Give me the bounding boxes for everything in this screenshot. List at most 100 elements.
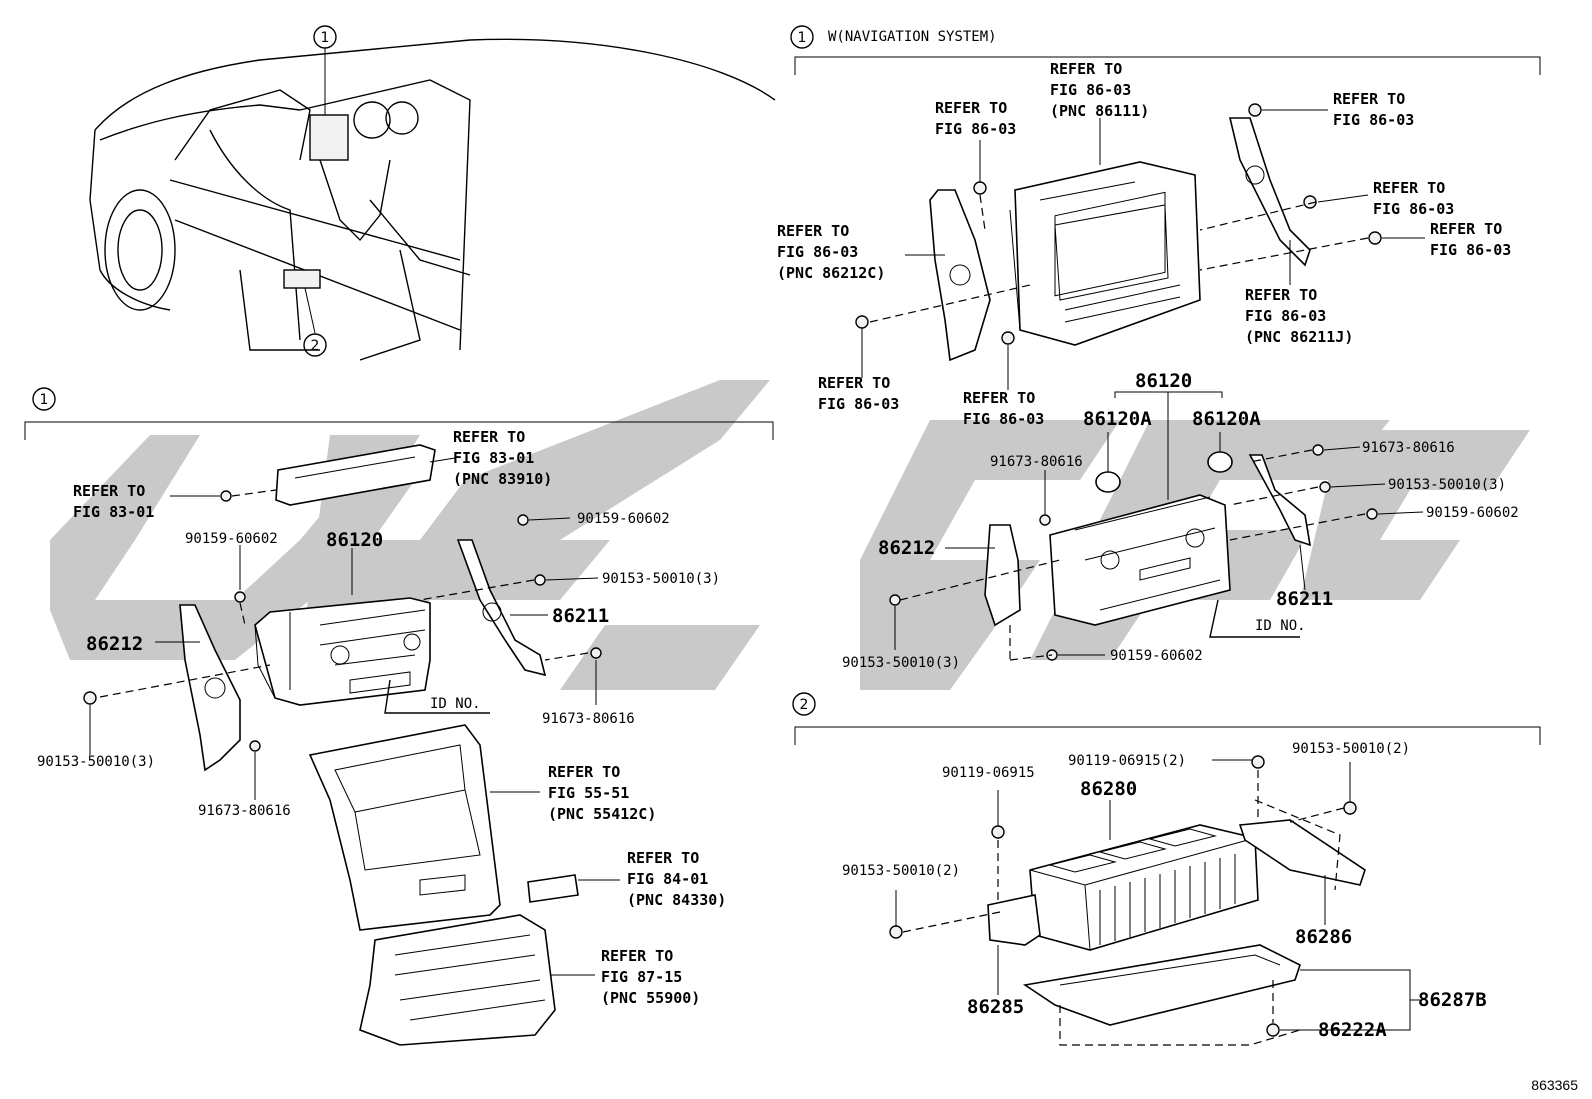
id-no-std: ID NO. <box>430 696 481 712</box>
bolt-90159-right: 90159-60602 <box>577 511 670 527</box>
refer-r4: REFER TO FIG 86-03 <box>1373 179 1454 218</box>
diagram-code: 863365 <box>1531 1077 1578 1093</box>
part-86211: 86211 <box>552 605 609 627</box>
callout-1-nav: 1 <box>798 30 807 46</box>
nav-section-title: W(NAVIGATION SYSTEM) <box>828 29 997 45</box>
bracket-86285 <box>987 894 1041 946</box>
part-86280: 86280 <box>1080 778 1137 800</box>
svg-text:FIG 86-03: FIG 86-03 <box>1373 200 1454 218</box>
callout-1-top-text: 1 <box>321 30 330 46</box>
nav-head-unit <box>1009 161 1201 346</box>
screw-icon <box>889 925 903 939</box>
svg-text:REFER TO: REFER TO <box>1245 286 1317 304</box>
refer-r1: REFER TO FIG 86-03 <box>935 99 1016 138</box>
refer-r2: REFER TO FIG 86-03 (PNC 86111) <box>1050 60 1149 120</box>
screw-icon <box>889 594 901 606</box>
screw-icon <box>991 825 1005 839</box>
refer-r9: REFER TO FIG 86-03 <box>963 389 1044 428</box>
svg-text:REFER TO: REFER TO <box>777 222 849 240</box>
part-86212: 86212 <box>86 633 143 655</box>
refer-r5: REFER TO FIG 86-03 <box>1430 220 1511 259</box>
screw-icon <box>517 514 529 526</box>
bolt-90119-single: 90119-06915 <box>942 765 1035 781</box>
svg-text:REFER TO: REFER TO <box>73 482 145 500</box>
screw-icon <box>1368 231 1382 245</box>
screw-icon <box>1319 481 1331 493</box>
screw-icon <box>1366 508 1378 520</box>
id-no-nav: ID NO. <box>1255 618 1306 634</box>
screw-icon <box>249 740 261 752</box>
svg-text:REFER TO: REFER TO <box>548 763 620 781</box>
svg-text:REFER TO: REFER TO <box>1050 60 1122 78</box>
svg-text:FIG 55-51: FIG 55-51 <box>548 784 629 802</box>
climate-control-panel <box>359 914 556 1046</box>
amp-section: 2 <box>792 692 1541 1046</box>
bracket-86286 <box>1238 819 1366 886</box>
svg-text:REFER TO: REFER TO <box>1333 90 1405 108</box>
svg-text:FIG 86-03: FIG 86-03 <box>1333 111 1414 129</box>
screw-icon <box>855 315 869 329</box>
svg-text:REFER TO: REFER TO <box>627 849 699 867</box>
audio-right-bracket <box>456 539 547 677</box>
part-86287B: 86287B <box>1418 989 1487 1011</box>
audio-section: 1 <box>24 387 774 1046</box>
bolt-91673-nav-left: 91673-80616 <box>990 454 1083 470</box>
screw-icon <box>1251 755 1265 769</box>
screw-icon <box>1312 444 1324 456</box>
svg-text:(PNC 86111): (PNC 86111) <box>1050 102 1149 120</box>
refer-r3: REFER TO FIG 86-03 <box>1333 90 1414 129</box>
refer-r11: REFER TO FIG 83-01 <box>73 482 154 521</box>
svg-text:REFER TO: REFER TO <box>935 99 1007 117</box>
svg-text:(PNC 83910): (PNC 83910) <box>453 470 552 488</box>
callout-1-top <box>313 25 337 49</box>
screw-icon <box>973 181 987 195</box>
audio-head-unit <box>254 597 431 706</box>
bolt-90159-nav-right: 90159-60602 <box>1426 505 1519 521</box>
bolt-90159-left: 90159-60602 <box>185 531 278 547</box>
bolt-90153-amp-right: 90153-50010(2) <box>1292 741 1410 757</box>
bolt-90153-nav-left: 90153-50010(3) <box>842 655 960 671</box>
bolt-91673-left: 91673-80616 <box>198 803 291 819</box>
svg-text:(PNC 55412C): (PNC 55412C) <box>548 805 656 823</box>
svg-text:FIG 83-01: FIG 83-01 <box>453 449 534 467</box>
bolt-90159-nav-bottom: 90159-60602 <box>1110 648 1203 664</box>
part-86120-nav: 86120 <box>1135 370 1192 392</box>
amplifier-unit <box>1029 824 1259 951</box>
screw-icon <box>590 647 602 659</box>
part-86120A-left: 86120A <box>1083 408 1152 430</box>
part-86286: 86286 <box>1295 926 1352 948</box>
screw-icon <box>1343 801 1357 815</box>
svg-text:FIG 87-15: FIG 87-15 <box>601 968 682 986</box>
part-86285: 86285 <box>967 996 1024 1018</box>
bolt-91673-nav-right: 91673-80616 <box>1362 440 1455 456</box>
screw-icon <box>1248 103 1262 117</box>
svg-text:REFER TO: REFER TO <box>1430 220 1502 238</box>
svg-text:(PNC 84330): (PNC 84330) <box>627 891 726 909</box>
svg-text:REFER TO: REFER TO <box>601 947 673 965</box>
bolt-91673-right: 91673-80616 <box>542 711 635 727</box>
amplifier-location <box>283 269 321 289</box>
nav-audio-unit <box>1049 494 1231 626</box>
svg-text:REFER TO: REFER TO <box>1373 179 1445 197</box>
knob-86120A-right <box>1207 451 1233 473</box>
svg-text:FIG 86-03: FIG 86-03 <box>1245 307 1326 325</box>
nav-location <box>309 114 349 161</box>
svg-text:(PNC 86211J): (PNC 86211J) <box>1245 328 1353 346</box>
nav-audio-right-bracket <box>1248 454 1312 547</box>
svg-text:REFER TO: REFER TO <box>963 389 1035 407</box>
nav-right-bracket <box>1228 117 1311 267</box>
vehicle-overview: 1 2 <box>89 25 776 361</box>
part-86120: 86120 <box>326 529 383 551</box>
screw-icon <box>1001 331 1015 345</box>
svg-text:(PNC 55900): (PNC 55900) <box>601 989 700 1007</box>
screw-icon <box>83 691 97 705</box>
refer-r13: REFER TO FIG 84-01 (PNC 84330) <box>627 849 726 909</box>
knob-86120A-left <box>1095 471 1121 493</box>
callout-2-top <box>303 333 327 357</box>
callout-2-amp: 2 <box>800 697 809 713</box>
svg-text:REFER TO: REFER TO <box>453 428 525 446</box>
bolt-90153-amp-left: 90153-50010(2) <box>842 863 960 879</box>
refer-r12: REFER TO FIG 55-51 (PNC 55412C) <box>548 763 656 823</box>
part-86120A-right: 86120A <box>1192 408 1261 430</box>
